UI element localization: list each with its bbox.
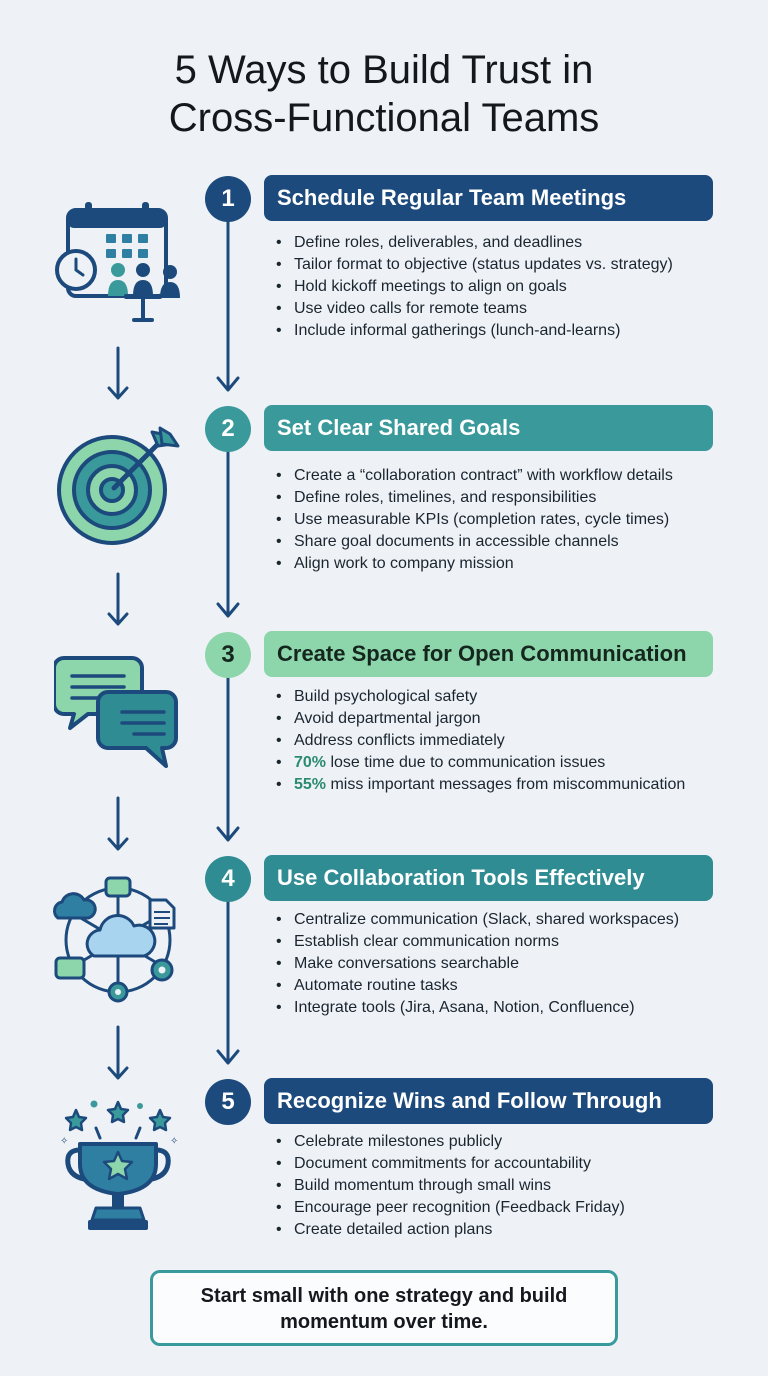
footer-line-2: momentum over time.: [280, 1311, 488, 1333]
list-item: Use video calls for remote teams: [276, 298, 673, 320]
list-item: Use measurable KPIs (completion rates, c…: [276, 509, 673, 531]
stat-text: miss important messages from miscommunic…: [326, 776, 686, 793]
stat-text: lose time due to communication issues: [326, 754, 606, 771]
calendar-meeting-icon: [55, 202, 180, 322]
list-item: Avoid departmental jargon: [276, 708, 685, 730]
svg-text:✧: ✧: [170, 1136, 178, 1147]
list-item: Share goal documents in accessible chann…: [276, 531, 673, 553]
list-item: Encourage peer recognition (Feedback Fri…: [276, 1197, 625, 1219]
list-item: Document commitments for accountability: [276, 1153, 625, 1175]
list-item: Define roles, timelines, and responsibil…: [276, 487, 673, 509]
list-item: Define roles, deliverables, and deadline…: [276, 232, 673, 254]
step-4-number-badge: 4: [205, 856, 251, 902]
step-3-number-badge: 3: [205, 632, 251, 678]
step-5-heading: Recognize Wins and Follow Through: [264, 1078, 713, 1124]
svg-text:✧: ✧: [60, 1136, 68, 1147]
step-2-number-badge: 2: [205, 406, 251, 452]
list-item: Automate routine tasks: [276, 975, 679, 997]
list-item: Create a “collaboration contract” with w…: [276, 465, 673, 487]
list-item: Align work to company mission: [276, 553, 673, 575]
stat-value: 70%: [294, 754, 327, 771]
title-line-2: Cross-Functional Teams: [168, 96, 600, 140]
step-1-heading: Schedule Regular Team Meetings: [264, 175, 713, 221]
list-item: Make conversations searchable: [276, 953, 679, 975]
list-item: Create detailed action plans: [276, 1219, 625, 1241]
step-4-bullet-list: Centralize communication (Slack, shared …: [276, 909, 679, 1019]
list-item: Tailor format to objective (status updat…: [276, 254, 673, 276]
stat-item: 55% miss important messages from miscomm…: [276, 774, 685, 796]
step-4-heading: Use Collaboration Tools Effectively: [264, 855, 713, 901]
step-5-number-badge: 5: [205, 1079, 251, 1125]
footer-line-1: Start small with one strategy and build: [200, 1285, 568, 1307]
list-item: Establish clear communication norms: [276, 931, 679, 953]
list-item: Address conflicts immediately: [276, 730, 685, 752]
list-item: Hold kickoff meetings to align on goals: [276, 276, 673, 298]
trophy-icon: ✧ ✧: [60, 1100, 178, 1230]
step-1-number-badge: 1: [205, 176, 251, 222]
list-item: Celebrate milestones publicly: [276, 1131, 625, 1153]
list-item: Centralize communication (Slack, shared …: [276, 909, 679, 931]
title-line-1: 5 Ways to Build Trust in: [174, 48, 594, 92]
list-item: Include informal gatherings (lunch-and-l…: [276, 320, 673, 342]
stat-item: 70% lose time due to communication issue…: [276, 752, 685, 774]
footer-callout: Start small with one strategy and build …: [150, 1270, 618, 1346]
list-item: Integrate tools (Jira, Asana, Notion, Co…: [276, 997, 679, 1019]
cloud-network-icon: [53, 876, 176, 1003]
step-2-bullet-list: Create a “collaboration contract” with w…: [276, 465, 673, 575]
page-title: 5 Ways to Build Trust in Cross-Functiona…: [0, 46, 768, 142]
step-1-bullet-list: Define roles, deliverables, and deadline…: [276, 232, 673, 342]
step-2-heading: Set Clear Shared Goals: [264, 405, 713, 451]
list-item: Build momentum through small wins: [276, 1175, 625, 1197]
stat-value: 55%: [294, 776, 327, 793]
list-item: Build psychological safety: [276, 686, 685, 708]
step-5-bullet-list: Celebrate milestones publicly Document c…: [276, 1131, 625, 1241]
step-3-bullet-list: Build psychological safety Avoid departm…: [276, 686, 685, 796]
step-3-heading: Create Space for Open Communication: [264, 631, 713, 677]
target-arrow-icon: [57, 426, 180, 545]
chat-bubbles-icon: [54, 656, 178, 768]
